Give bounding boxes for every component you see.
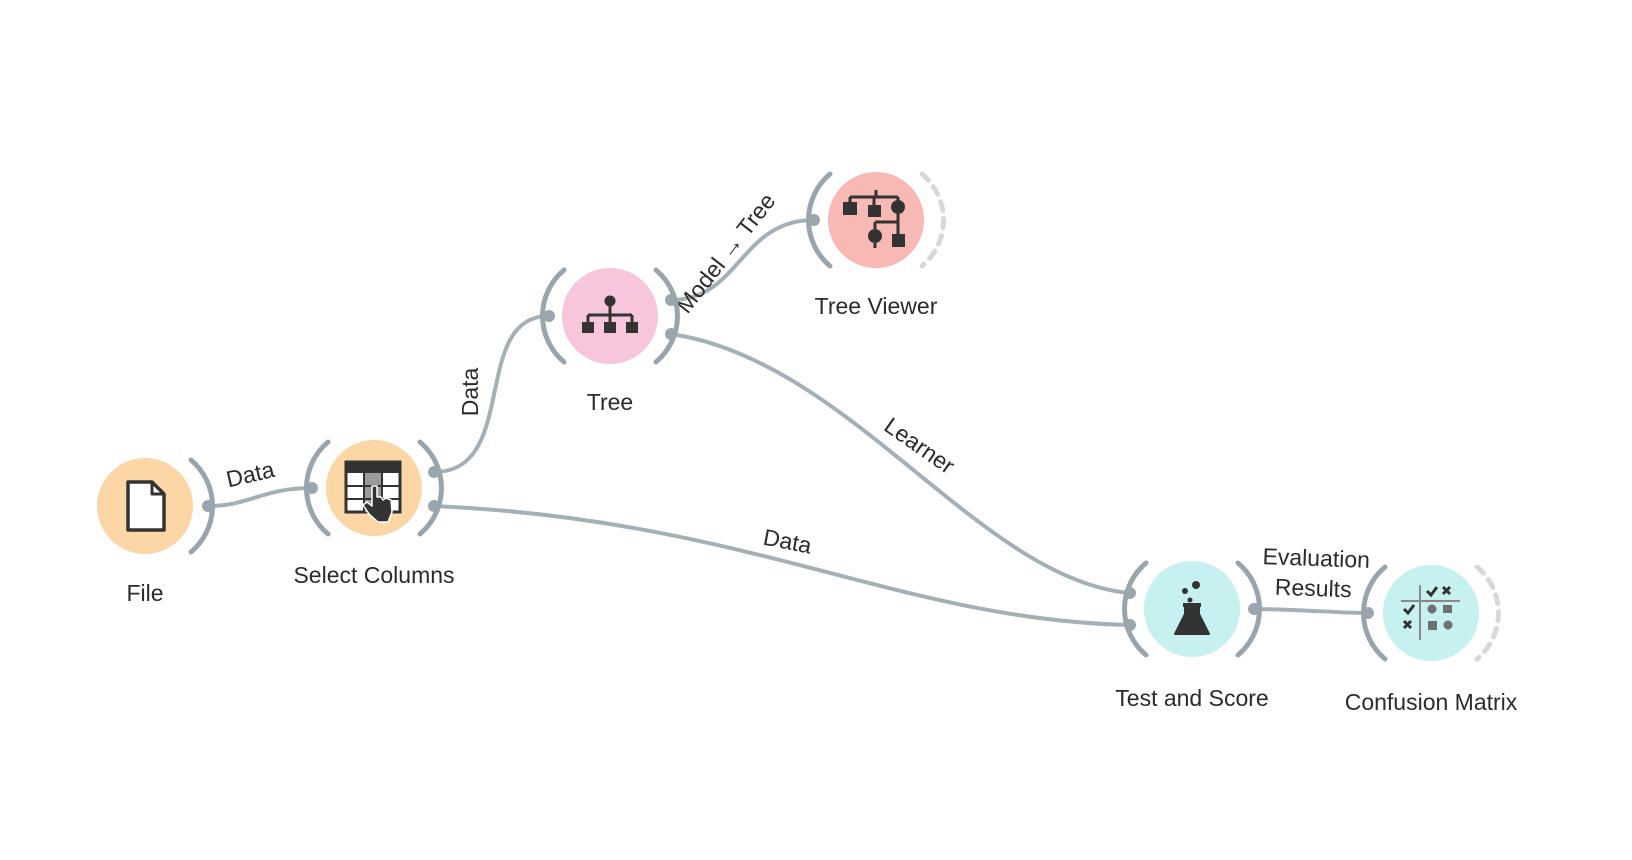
file-icon xyxy=(126,480,166,532)
widget-test-and-score[interactable]: Test and Score xyxy=(1115,560,1269,711)
link-label-line1: Evaluation xyxy=(1262,543,1370,573)
widget-body[interactable] xyxy=(828,172,924,268)
link-file-to-select-columns[interactable]: Data xyxy=(206,456,314,508)
link-tree-to-tree-viewer[interactable]: Model → Tree xyxy=(669,188,816,318)
output-anchor[interactable] xyxy=(1248,603,1260,615)
input-anchor-top[interactable] xyxy=(1124,587,1136,599)
input-anchor-bottom[interactable] xyxy=(1124,619,1136,631)
widget-select-columns[interactable]: Select Columns xyxy=(293,439,455,588)
output-bracket-unused xyxy=(1474,564,1501,662)
input-anchor[interactable] xyxy=(808,214,820,226)
widget-label: Test and Score xyxy=(1115,685,1268,711)
output-anchor-top[interactable] xyxy=(428,466,440,478)
input-anchor[interactable] xyxy=(1362,607,1374,619)
input-anchor[interactable] xyxy=(543,310,555,322)
link-label: Model → Tree xyxy=(671,188,780,318)
tree-viewer-icon xyxy=(843,190,905,248)
flask-icon xyxy=(1174,581,1210,635)
widget-confusion-matrix[interactable]: Confusion Matrix xyxy=(1345,564,1518,715)
input-bracket xyxy=(1122,560,1149,658)
input-anchor[interactable] xyxy=(306,482,318,494)
confusion-matrix-icon xyxy=(1401,585,1460,640)
output-anchor[interactable] xyxy=(202,500,214,512)
link-label-line2: Results xyxy=(1274,574,1352,603)
widget-label: Select Columns xyxy=(293,562,454,588)
link-label: Data xyxy=(457,368,483,417)
link-label: Data xyxy=(761,524,814,559)
output-bracket xyxy=(653,267,680,365)
input-bracket xyxy=(540,267,567,365)
output-bracket xyxy=(417,439,444,537)
widget-tree[interactable]: Tree xyxy=(540,267,680,415)
output-bracket-unused xyxy=(919,171,946,269)
widget-label: Tree Viewer xyxy=(815,293,938,319)
output-anchor-bottom[interactable] xyxy=(665,328,677,340)
output-anchor-bottom[interactable] xyxy=(428,500,440,512)
widget-label: Confusion Matrix xyxy=(1345,689,1518,715)
select-columns-icon xyxy=(344,460,402,523)
link-test-and-score-to-confusion-matrix[interactable]: Evaluation Results xyxy=(1252,543,1370,615)
link-select-columns-to-test-and-score[interactable]: Data xyxy=(432,504,1132,627)
widget-file[interactable]: File xyxy=(97,457,215,606)
widget-label: File xyxy=(126,580,163,606)
link-label: Learner xyxy=(880,412,960,479)
widget-label: Tree xyxy=(587,389,633,415)
widget-tree-viewer[interactable]: Tree Viewer xyxy=(806,171,946,319)
tree-icon xyxy=(582,295,638,333)
link-label: Data xyxy=(224,456,277,492)
link-tree-to-test-and-score[interactable]: Learner xyxy=(669,332,1132,595)
output-anchor-top[interactable] xyxy=(665,294,677,306)
link-select-columns-to-tree[interactable]: Data xyxy=(432,314,551,474)
